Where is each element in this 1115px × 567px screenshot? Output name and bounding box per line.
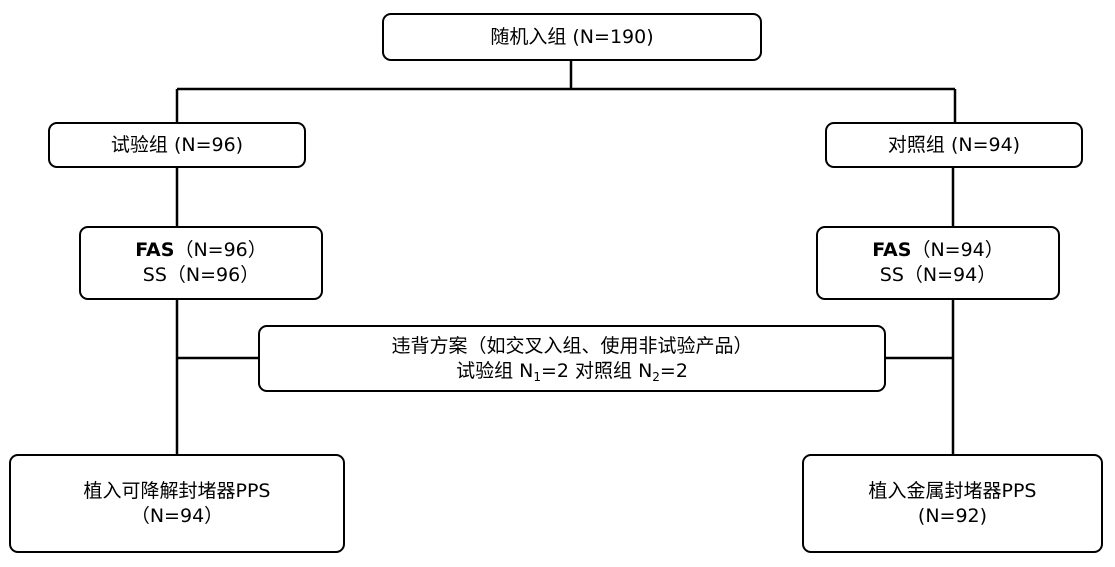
control-ss-label: SS（N=94） bbox=[879, 264, 997, 286]
deviation-trial-value: =2 bbox=[540, 359, 569, 382]
trial-group-label: 试验组 (N=96) bbox=[110, 133, 244, 156]
deviation-title: 违背方案（如交叉入组、使用非试验产品） bbox=[391, 334, 753, 357]
trial-ss-label: SS（N=96） bbox=[142, 264, 260, 286]
control-pps-label: 植入金属封堵器PPS bbox=[868, 479, 1037, 502]
deviation-control-prefix: 对照组 N bbox=[568, 359, 653, 382]
trial-fas-count: （N=96） bbox=[174, 239, 267, 261]
deviation-control-value: =2 bbox=[659, 359, 688, 382]
deviation-trial-sub: 1 bbox=[533, 369, 541, 384]
control-fas-label: FAS bbox=[872, 239, 912, 261]
protocol-deviation-box: 违背方案（如交叉入组、使用非试验产品） 试验组 N1=2 对照组 N2=2 bbox=[258, 325, 886, 392]
trial-fas-line: FAS（N=96） bbox=[135, 238, 267, 263]
control-fas-line: FAS（N=94） bbox=[872, 238, 1004, 263]
deviation-trial-prefix: 试验组 N bbox=[456, 359, 534, 382]
deviation-control-sub: 2 bbox=[652, 369, 660, 384]
randomization-label: 随机入组 (N=190) bbox=[490, 25, 654, 48]
trial-group-box: 试验组 (N=96) bbox=[48, 122, 306, 168]
control-group-label: 对照组 (N=94) bbox=[887, 133, 1021, 156]
trial-pps-count: （N=94） bbox=[130, 504, 224, 527]
deviation-counts: 试验组 N1=2 对照组 N2=2 bbox=[456, 359, 688, 384]
control-analysis-sets-box: FAS（N=94） SS（N=94） bbox=[816, 226, 1060, 300]
trial-pps-box: 植入可降解封堵器PPS （N=94） bbox=[9, 454, 345, 553]
control-pps-box: 植入金属封堵器PPS (N=92) bbox=[802, 454, 1103, 553]
randomization-box: 随机入组 (N=190) bbox=[382, 13, 762, 61]
trial-analysis-sets-box: FAS（N=96） SS（N=96） bbox=[79, 226, 323, 300]
trial-pps-label: 植入可降解封堵器PPS bbox=[83, 479, 271, 502]
control-fas-count: （N=94） bbox=[911, 239, 1004, 261]
control-pps-count: (N=92) bbox=[917, 504, 988, 527]
control-group-box: 对照组 (N=94) bbox=[825, 122, 1083, 168]
trial-fas-label: FAS bbox=[135, 239, 175, 261]
